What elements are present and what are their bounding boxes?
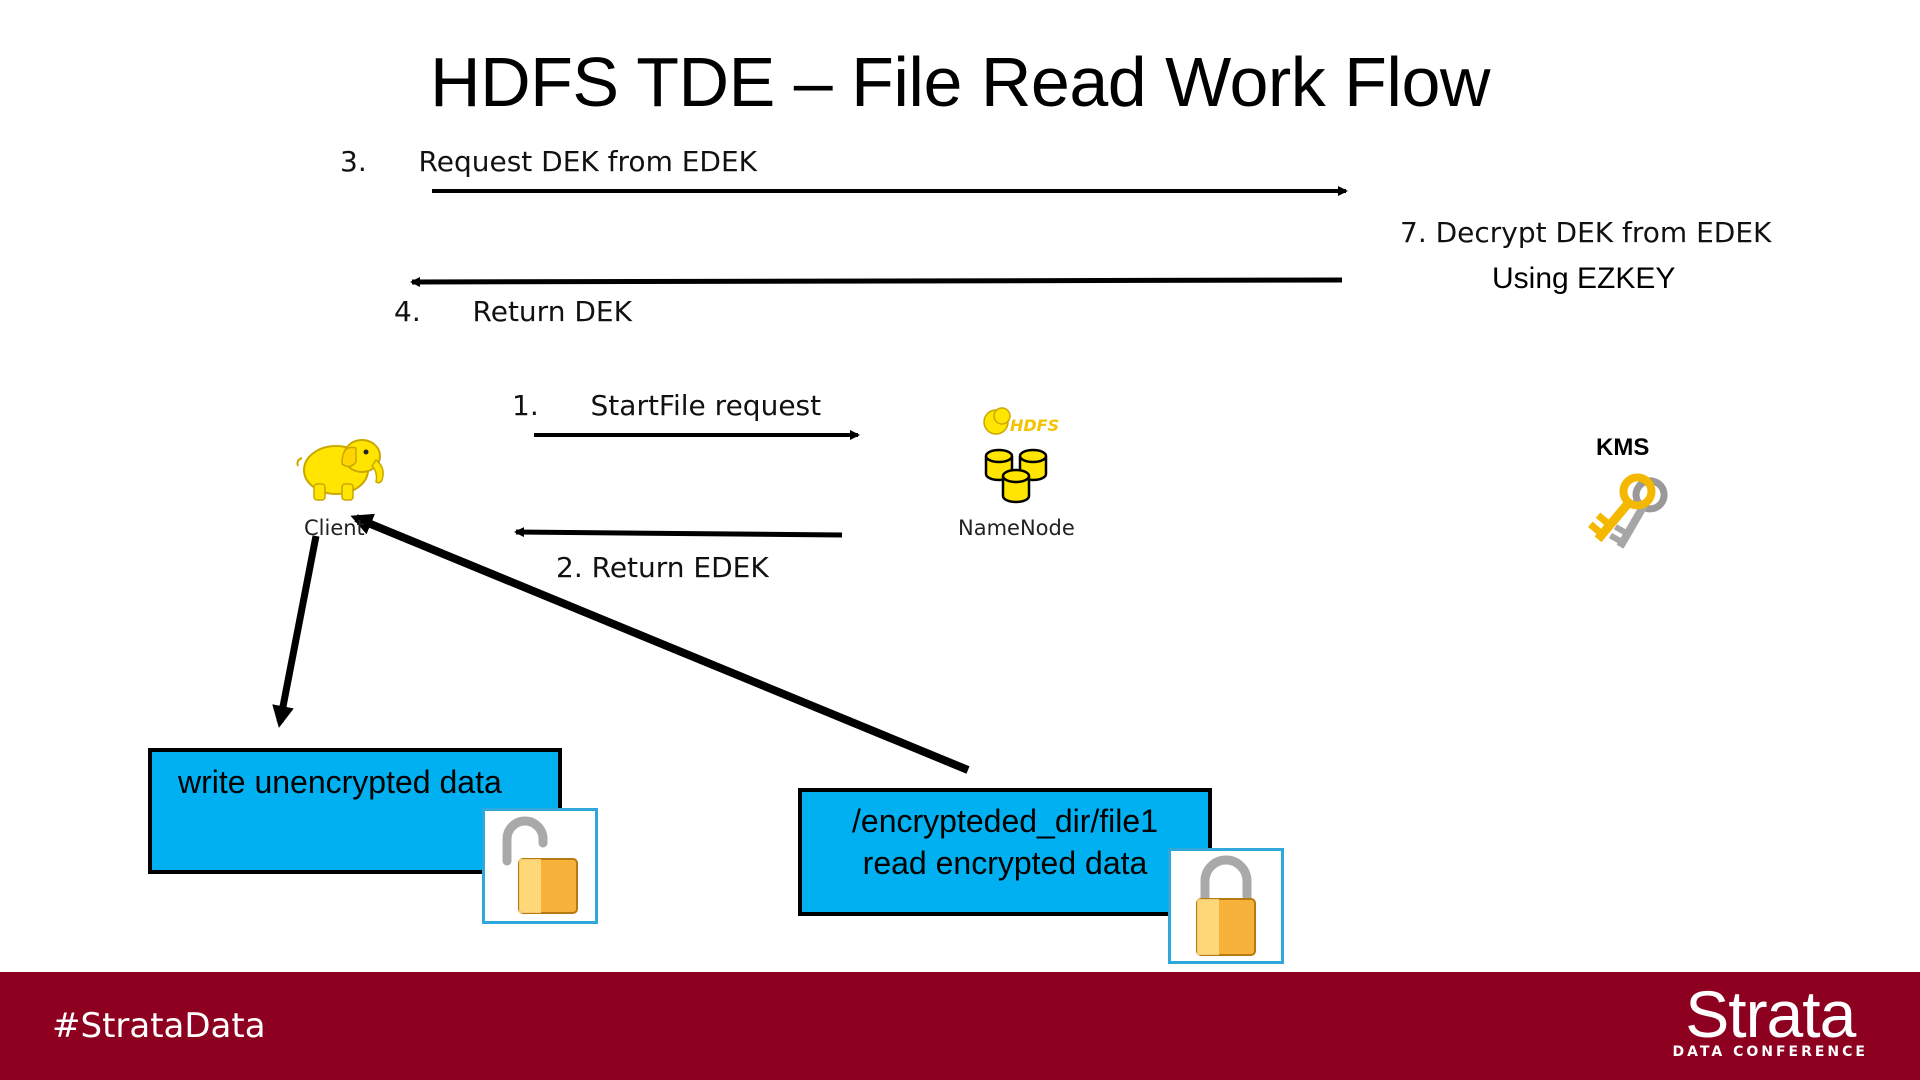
step4-number: 4. bbox=[394, 295, 421, 328]
elephant-icon bbox=[296, 439, 384, 501]
locked-padlock-icon bbox=[1196, 855, 1256, 956]
arrow-return-dek bbox=[410, 276, 1343, 287]
namenode-label: NameNode bbox=[958, 516, 1075, 540]
footer-hashtag: #StrataData bbox=[52, 1006, 266, 1046]
client-label: Client bbox=[304, 516, 365, 540]
strata-logo-text: Strata bbox=[1685, 977, 1856, 1051]
read-box-text: /encrypteded_dir/file1 read encrypted da… bbox=[802, 800, 1208, 884]
arrow-return-edek bbox=[514, 527, 843, 538]
step4-text: Return DEK bbox=[472, 295, 632, 328]
read-encrypted-box: /encrypteded_dir/file1 read encrypted da… bbox=[798, 788, 1212, 916]
step1-text: StartFile request bbox=[590, 389, 822, 422]
page-title: HDFS TDE – File Read Work Flow bbox=[430, 43, 1490, 121]
hdfs-elephant-icon bbox=[983, 407, 1011, 435]
step7-line1: 7. Decrypt DEK from EDEK bbox=[1400, 216, 1772, 249]
step1-label: 1. StartFile request bbox=[512, 389, 821, 422]
arrow-read-to-client bbox=[350, 513, 970, 774]
hdfs-logo-text: HDFS bbox=[1010, 416, 1060, 435]
client-node bbox=[296, 430, 392, 509]
read-box-line1: /encrypteded_dir/file1 bbox=[852, 803, 1158, 839]
read-box-line2: read encrypted data bbox=[862, 845, 1148, 881]
hdfs-logo: HDFS bbox=[980, 402, 1064, 447]
strata-logo: Strata DATA CONFERENCE bbox=[1672, 977, 1868, 1060]
unlocked-lock-frame bbox=[482, 808, 598, 924]
database-icon bbox=[984, 448, 1048, 504]
step4-label: 4. Return DEK bbox=[394, 295, 632, 328]
step7-line2: Using EZKEY bbox=[1492, 262, 1676, 295]
kms-label: KMS bbox=[1596, 434, 1650, 461]
write-box-text: write unencrypted data bbox=[178, 764, 502, 800]
step3-number: 3. bbox=[340, 145, 367, 178]
locked-lock-frame bbox=[1168, 848, 1284, 964]
step3-label: 3. Request DEK from EDEK bbox=[340, 145, 757, 178]
key-icon bbox=[1588, 473, 1668, 549]
arrow-client-to-write bbox=[272, 535, 320, 728]
step1-number: 1. bbox=[512, 389, 539, 422]
footer-bar bbox=[0, 972, 1920, 1080]
step3-text: Request DEK from EDEK bbox=[418, 145, 758, 178]
strata-logo-subtext: DATA CONFERENCE bbox=[1672, 1044, 1868, 1060]
step2-label: 2. Return EDEK bbox=[556, 551, 769, 584]
unlocked-padlock-icon bbox=[502, 816, 578, 914]
